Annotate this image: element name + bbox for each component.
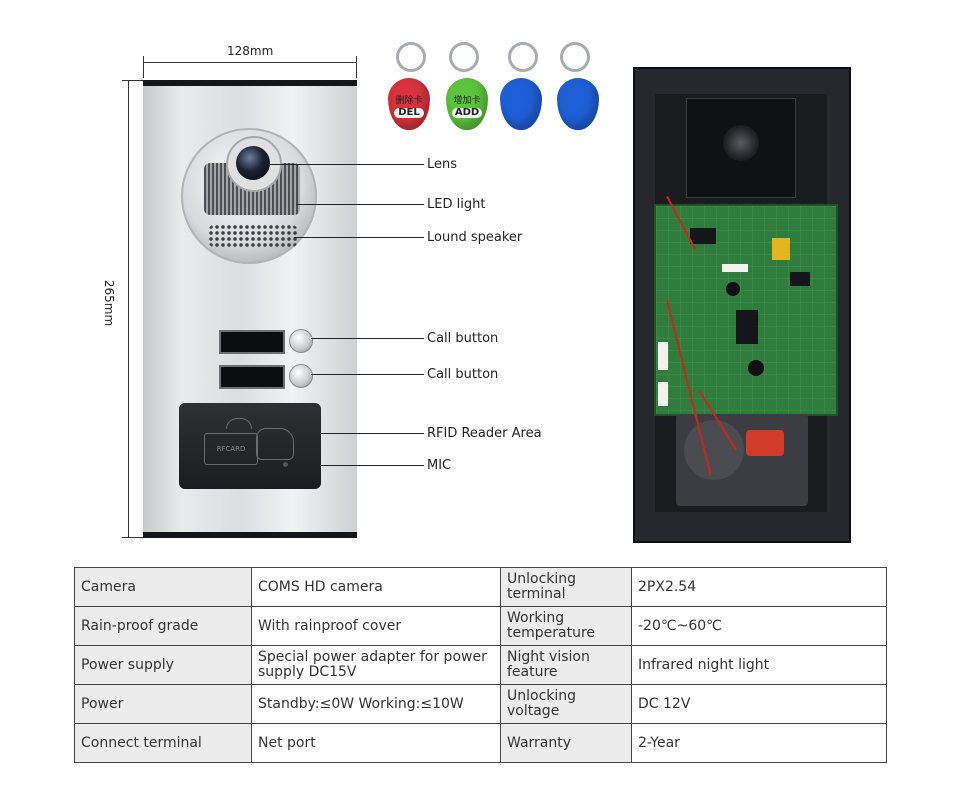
spec-label: Unlocking terminal <box>500 567 632 607</box>
pcb-connector-2 <box>658 382 668 406</box>
pcb-connector-3 <box>722 264 748 272</box>
panel-bottom-cap <box>143 532 357 538</box>
callout-label-lens: Lens <box>427 157 458 172</box>
spec-label: Rain-proof grade <box>74 606 252 646</box>
key-ring-3 <box>508 42 538 72</box>
spec-label: Power <box>74 684 252 724</box>
pcb-connector-1 <box>658 342 668 370</box>
callout-label-led: LED light <box>427 197 486 212</box>
pcb-chip-1 <box>690 228 716 244</box>
rfid-card-icon: RFCARD <box>204 433 258 465</box>
key-fob-blue-2 <box>557 78 599 130</box>
spec-value: COMS HD camera <box>251 567 501 607</box>
callout-line-rfid <box>321 433 424 434</box>
spec-label: Power supply <box>74 645 252 685</box>
call-button-1[interactable] <box>289 329 313 353</box>
hand-icon <box>256 428 294 460</box>
rfid-reader-area <box>179 403 321 489</box>
panel-top-cap <box>143 80 357 86</box>
spec-label: Night vision feature <box>500 645 632 685</box>
spec-value: Infrared night light <box>631 645 887 685</box>
camera-lens <box>236 146 270 180</box>
pcb-relay <box>772 238 790 260</box>
spec-value: DC 12V <box>631 684 887 724</box>
spec-value: -20℃~60℃ <box>631 606 887 646</box>
call-button-2[interactable] <box>289 364 313 388</box>
spec-label: Connect terminal <box>74 723 252 763</box>
mic-hole <box>283 462 288 467</box>
name-tag-2 <box>219 365 285 389</box>
fob-label-del: DEL <box>394 108 424 118</box>
key-fob-delete: 删除卡 DEL <box>388 78 430 130</box>
width-dimension-tick-left <box>143 56 144 78</box>
pcb-chip-3 <box>790 272 810 286</box>
speaker-holes <box>208 224 298 248</box>
callout-label-rfid: RFID Reader Area <box>427 426 542 441</box>
callout-line-lens <box>262 164 424 165</box>
key-ring-4 <box>560 42 590 72</box>
spec-value: Net port <box>251 723 501 763</box>
fob-chinese-label: 增加卡 <box>453 96 481 106</box>
callout-label-mic: MIC <box>427 458 452 473</box>
camera-module-lens <box>723 125 759 161</box>
fob-chinese-label: 删除卡 <box>395 96 423 106</box>
spec-value: 2PX2.54 <box>631 567 887 607</box>
key-ring-1 <box>396 42 426 72</box>
spec-value: 2-Year <box>631 723 887 763</box>
spec-value: With rainproof cover <box>251 606 501 646</box>
pcb-capacitor-2 <box>748 360 764 376</box>
speaker-back <box>684 420 744 480</box>
height-dimension-line <box>128 80 129 538</box>
callout-line-mic <box>288 465 424 466</box>
callout-line-call-1 <box>311 338 424 339</box>
callout-line-speaker <box>294 237 424 238</box>
spec-value: Special power adapter for power supply D… <box>251 645 501 685</box>
pcb-capacitor-1 <box>726 282 740 296</box>
key-ring-2 <box>449 42 479 72</box>
callout-line-call-2 <box>311 374 424 375</box>
height-dimension-tick-top <box>122 80 144 81</box>
spec-label: Camera <box>74 567 252 607</box>
callout-label-speaker: Lound speaker <box>427 230 523 245</box>
callout-label-call-1: Call button <box>427 331 499 346</box>
key-fob-add: 增加卡 ADD <box>446 78 488 130</box>
width-dimension-line <box>143 62 357 63</box>
pcb-chip-2 <box>736 310 758 344</box>
spec-value: Standby:≤0W Working:≤10W <box>251 684 501 724</box>
name-tag-1 <box>219 330 285 354</box>
width-dimension-label: 128mm <box>227 44 274 58</box>
fob-label-add: ADD <box>452 108 482 118</box>
spec-label: Unlocking voltage <box>500 684 632 724</box>
width-dimension-tick-right <box>356 56 357 78</box>
rfid-wave-icon <box>226 418 252 429</box>
spec-label: Working temperature <box>500 606 632 646</box>
height-dimension-label: 265mm <box>102 279 117 327</box>
lock-connector <box>746 430 784 456</box>
height-dimension-tick-bottom <box>122 537 144 538</box>
callout-label-call-2: Call button <box>427 367 499 382</box>
key-fob-blue-1 <box>500 78 542 130</box>
spec-label: Warranty <box>500 723 632 763</box>
callout-line-led <box>296 204 424 205</box>
